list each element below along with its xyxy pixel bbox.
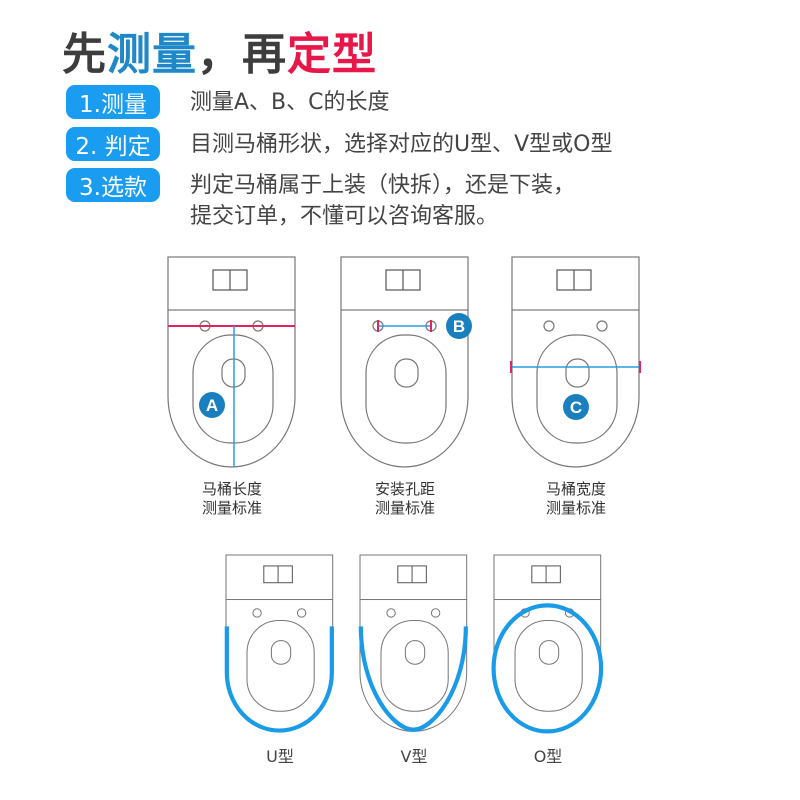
o-outline <box>491 603 604 734</box>
page-title: 先测量，再定型 <box>62 18 377 82</box>
marker-b <box>446 313 472 339</box>
marker-a <box>199 392 225 418</box>
step-badge: 3.选款 <box>66 168 160 202</box>
measurement-caption: 安装孔距 测量标准 <box>340 480 470 518</box>
u-outline <box>224 626 334 733</box>
shape-label-u: U型 <box>266 747 294 766</box>
step-text-line: 提交订单，不懂可以咨询客服。 <box>190 204 499 229</box>
caption-line: 测量标准 <box>201 499 262 517</box>
step-badge: 1.测量 <box>66 85 160 119</box>
measurement-caption: 马桶长度 测量标准 <box>167 480 297 518</box>
step-2: 2. 判定 <box>66 127 160 161</box>
toilet-length-diagram: A <box>167 256 296 468</box>
marker-label: C <box>570 398 582 417</box>
o-shape-toilet <box>491 554 604 734</box>
caption-line: 测量标准 <box>374 499 435 517</box>
toilet-width-diagram: C <box>510 256 641 468</box>
v-shape-toilet <box>358 554 468 732</box>
step-1: 1.测量 <box>66 85 160 119</box>
caption-line: 测量标准 <box>545 499 606 517</box>
title-part: 定型 <box>287 29 377 80</box>
marker-c <box>563 394 589 420</box>
step-3: 3.选款 <box>66 168 160 202</box>
title-part: 先 <box>62 29 107 80</box>
title-part: ，再 <box>197 29 287 80</box>
title-part: 测量 <box>107 29 197 80</box>
caption-line: 安装孔距 <box>374 480 435 498</box>
shape-label-v: V型 <box>400 747 428 766</box>
u-shape-toilet <box>224 554 334 733</box>
shape-label-o: O型 <box>533 747 563 766</box>
step-text-line: 判定马桶属于上装（快拆），还是下装， <box>190 173 576 198</box>
marker-label: A <box>206 396 218 415</box>
caption-line: 马桶宽度 <box>545 480 606 498</box>
toilet-hole-distance-diagram: B <box>340 256 472 468</box>
marker-label: B <box>453 317 465 336</box>
step-text: 目测马桶形状，选择对应的U型、V型或O型 <box>190 132 613 157</box>
step-text: 判定马桶属于上装（快拆），还是下装， 提交订单，不懂可以咨询客服。 <box>190 170 575 232</box>
measurement-caption: 马桶宽度 测量标准 <box>511 480 641 518</box>
step-text: 测量A、B、C的长度 <box>190 90 390 115</box>
v-outline <box>358 626 468 732</box>
caption-line: 马桶长度 <box>201 480 262 498</box>
step-badge: 2. 判定 <box>66 127 160 161</box>
